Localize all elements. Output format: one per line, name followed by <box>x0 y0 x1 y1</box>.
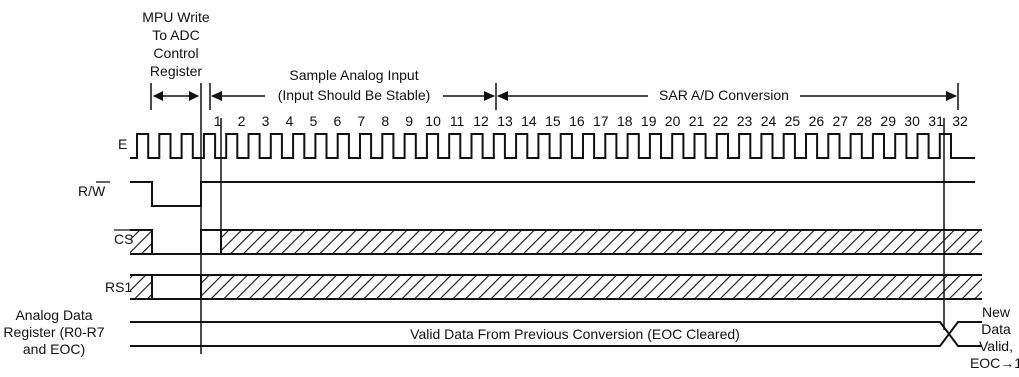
sample-span-arrow <box>209 83 497 110</box>
cycle-number: 27 <box>833 113 849 129</box>
cycle-number: 31 <box>928 113 944 129</box>
register-label-3: and EOC) <box>23 341 85 357</box>
cycle-number: 11 <box>450 113 465 129</box>
cycle-number: 23 <box>737 113 753 129</box>
new-data-line-4: EOC→1 <box>970 355 1019 371</box>
new-data-line-2: Data <box>981 321 1011 337</box>
cycle-number: 8 <box>381 113 389 129</box>
mpu-write-line-2: To ADC <box>152 27 199 43</box>
cycle-number: 5 <box>310 113 318 129</box>
cycle-number: 14 <box>521 113 537 129</box>
cycle-number: 7 <box>357 113 365 129</box>
sar-span-arrow <box>497 83 959 110</box>
rs1-waveform <box>130 274 982 300</box>
cycle-number: 15 <box>545 113 561 129</box>
signal-rw-label: R/W <box>78 183 106 199</box>
new-data-line-3: Valid, <box>979 338 1013 354</box>
signal-rs1-label: RS1 <box>105 279 132 295</box>
e-clock-waveform <box>130 133 975 159</box>
valid-data-text: Valid Data From Previous Conversion (EOC… <box>410 326 740 342</box>
new-data-line-1: New <box>982 304 1011 320</box>
signal-e-label: E <box>118 136 127 152</box>
cycle-number: 29 <box>880 113 896 129</box>
cycle-number: 30 <box>904 113 920 129</box>
reference-lines <box>200 110 945 354</box>
cycle-number: 21 <box>689 113 705 129</box>
cycle-number: 22 <box>713 113 729 129</box>
cycle-number: 19 <box>641 113 657 129</box>
sample-sublabel: (Input Should Be Stable) <box>278 87 431 103</box>
sample-label: Sample Analog Input <box>289 67 418 83</box>
cycle-number: 20 <box>665 113 681 129</box>
mpu-write-arrow <box>150 83 202 110</box>
cycle-number: 3 <box>262 113 270 129</box>
cycle-number: 10 <box>425 113 441 129</box>
register-label-2: Register (R0-R7 <box>3 324 104 340</box>
rw-waveform <box>130 181 975 207</box>
cycle-number: 12 <box>473 113 489 129</box>
mpu-write-line-1: MPU Write <box>142 9 210 25</box>
cycle-number: 25 <box>785 113 801 129</box>
cycle-number: 4 <box>286 113 294 129</box>
cycle-number: 13 <box>497 113 513 129</box>
mpu-write-line-3: Control <box>153 45 198 61</box>
cycle-number: 18 <box>617 113 633 129</box>
signal-cs-label: CS <box>114 231 133 247</box>
mpu-write-line-4: Register <box>150 63 202 79</box>
cycle-number: 17 <box>593 113 609 129</box>
cycle-number: 16 <box>569 113 585 129</box>
cycle-number: 28 <box>857 113 873 129</box>
cycle-number: 6 <box>334 113 342 129</box>
cycle-number: 26 <box>809 113 825 129</box>
cycle-number: 24 <box>761 113 777 129</box>
register-label-1: Analog Data <box>15 307 92 323</box>
cycle-number: 2 <box>238 113 246 129</box>
cycle-number: 9 <box>405 113 413 129</box>
cycle-number: 32 <box>952 113 968 129</box>
cycle-number: 1 <box>214 113 222 129</box>
register-bus <box>130 321 982 347</box>
cs-waveform <box>130 229 982 255</box>
sar-label: SAR A/D Conversion <box>659 87 789 103</box>
